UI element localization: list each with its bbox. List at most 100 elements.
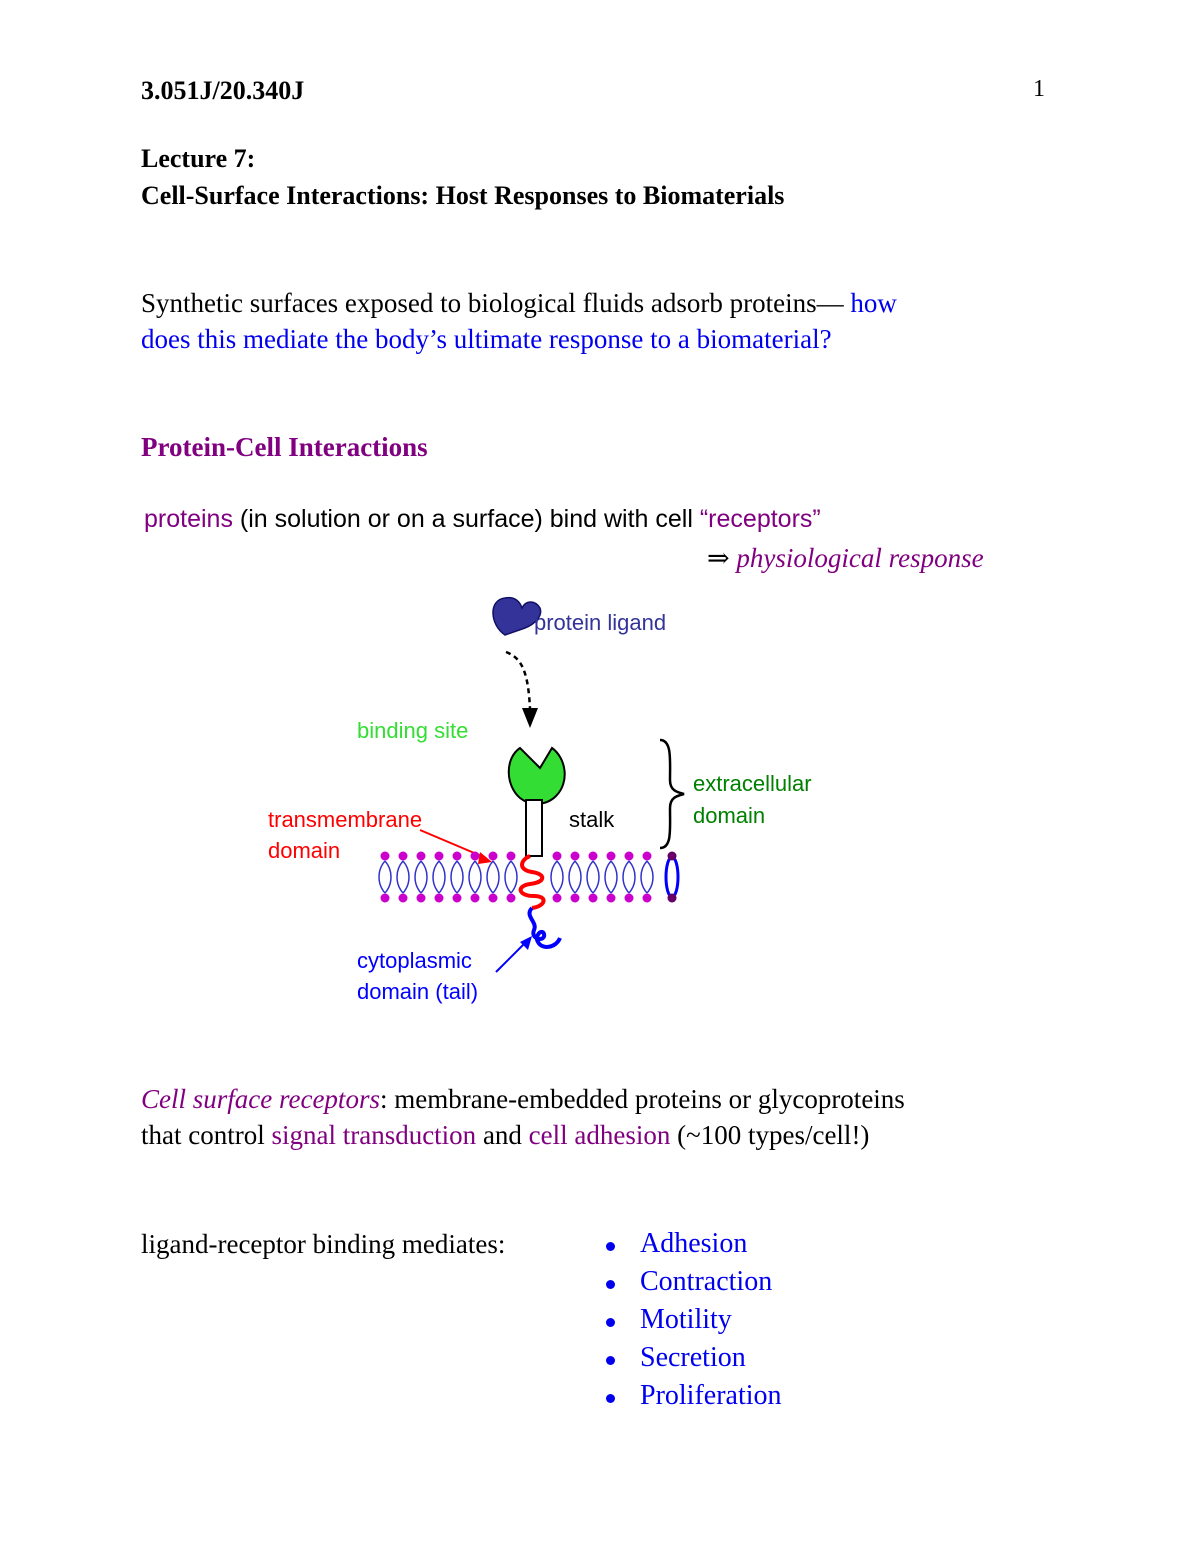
lipid-head — [667, 893, 677, 903]
lipid-molecule — [432, 851, 446, 903]
lipid-molecule — [550, 851, 564, 903]
lipid-head — [452, 893, 462, 903]
lipid-molecule — [450, 851, 464, 903]
lipid-tail — [510, 860, 518, 894]
lipid-tail — [640, 860, 648, 894]
mediates-list: Adhesion Contraction Motility Secretion … — [600, 1228, 782, 1418]
lipid-tail — [622, 860, 630, 894]
receptor-count-text: (~100 types/cell!) — [670, 1120, 870, 1150]
lipid-head — [642, 893, 652, 903]
receptors-definition-line-1: Cell surface receptors: membrane-embedde… — [141, 1084, 905, 1115]
list-item-label: Contraction — [640, 1266, 773, 1297]
intro-question-start: how — [843, 288, 897, 318]
lipid-head — [380, 893, 390, 903]
lipid-tail — [492, 860, 500, 894]
transmembrane-coil — [518, 854, 546, 910]
lipid-tail — [438, 860, 446, 894]
lipid-molecule — [414, 851, 428, 903]
intro-text: Synthetic surfaces exposed to biological… — [141, 288, 844, 318]
transmembrane-arrowhead — [478, 852, 492, 864]
cytoplasmic-label-1: cytoplasmic — [357, 948, 472, 973]
cytoplasmic-label-2: domain (tail) — [357, 979, 478, 1004]
lipid-tail — [486, 860, 494, 894]
list-item: Motility — [600, 1304, 782, 1342]
lipid-tail — [568, 860, 576, 894]
lipid-tail — [550, 860, 558, 894]
lipid-head — [667, 851, 677, 861]
list-item-label: Adhesion — [640, 1228, 748, 1259]
lipid-head — [570, 893, 580, 903]
list-item-label: Proliferation — [640, 1380, 782, 1411]
intro-paragraph-line-1: Synthetic surfaces exposed to biological… — [141, 288, 897, 319]
intro-question-rest: does this mediate the body’s ultimate re… — [141, 324, 832, 354]
cytoplasmic-arrowhead — [520, 936, 532, 950]
mediates-label: ligand-receptor binding mediates: — [141, 1229, 506, 1259]
lipid-molecule — [396, 851, 410, 903]
binding-middle: (in solution or on a surface) bind with … — [232, 505, 700, 533]
lipid-head — [416, 851, 426, 861]
binding-arrow — [505, 650, 532, 709]
receptors-definition-line-2: that control signal transduction and cel… — [141, 1120, 869, 1151]
lipid-head — [434, 893, 444, 903]
lipid-head — [642, 851, 652, 861]
lipid-molecule — [586, 851, 600, 903]
lipid-head — [606, 893, 616, 903]
receptors-term: “receptors” — [699, 505, 821, 533]
lipid-molecule — [604, 851, 618, 903]
bullet-icon — [606, 1356, 615, 1365]
lipid-tail — [378, 860, 386, 894]
lipid-molecule — [468, 851, 482, 903]
response-term: physiological response — [729, 543, 984, 573]
and-text: and — [476, 1120, 529, 1150]
transmembrane-label-2: domain — [268, 838, 340, 863]
lipid-tail — [384, 860, 392, 894]
lipid-molecule — [378, 851, 392, 903]
lipid-head — [398, 893, 408, 903]
lipid-head — [488, 893, 498, 903]
lipid-head — [506, 893, 516, 903]
binding-arrowhead — [522, 708, 538, 728]
list-item: Adhesion — [600, 1228, 782, 1266]
lipid-tail — [574, 860, 582, 894]
lipid-tail — [420, 860, 428, 894]
implies-arrow: ⇒ — [707, 543, 730, 573]
lipid-head — [588, 851, 598, 861]
lipid-tail — [628, 860, 636, 894]
lipid-tail — [432, 860, 440, 894]
lipid-tail — [468, 860, 476, 894]
lipid-tail — [456, 860, 464, 894]
lipid-head — [398, 851, 408, 861]
lipid-head — [624, 851, 634, 861]
lipid-tail — [646, 860, 654, 894]
extracellular-label-2: domain — [693, 803, 765, 828]
lipid-tail — [610, 860, 618, 894]
course-code: 3.051J/20.340J — [141, 76, 305, 105]
list-item-label: Motility — [640, 1304, 732, 1335]
cell-adhesion-term: cell adhesion — [528, 1120, 671, 1150]
bullet-icon — [606, 1242, 615, 1251]
bilayer-end-cap — [664, 855, 680, 899]
cytoplasmic-tail — [527, 906, 562, 949]
extracellular-bracket — [659, 738, 685, 850]
list-item: Secretion — [600, 1342, 782, 1380]
receptors-colon: : — [379, 1084, 388, 1114]
lipid-tail — [586, 860, 594, 894]
lipid-head — [588, 893, 598, 903]
lecture-title: Cell-Surface Interactions: Host Response… — [141, 181, 785, 210]
lipid-molecule — [640, 851, 654, 903]
binding-site-label: binding site — [357, 718, 468, 743]
lipid-head — [416, 893, 426, 903]
list-item: Contraction — [600, 1266, 782, 1304]
receptors-definition-text: membrane-embedded proteins or glycoprote… — [387, 1084, 905, 1114]
lipid-head — [380, 851, 390, 861]
lipid-head — [506, 851, 516, 861]
lipid-tail — [604, 860, 612, 894]
lipid-bilayer — [378, 851, 680, 903]
lipid-tail — [504, 860, 512, 894]
cytoplasmic-arrow — [495, 941, 527, 973]
transmembrane-label-1: transmembrane — [268, 807, 422, 832]
lipid-tail — [396, 860, 404, 894]
binding-statement: proteins (in solution or on a surface) b… — [144, 505, 821, 534]
lipid-head — [552, 851, 562, 861]
list-item-label: Secretion — [640, 1342, 746, 1373]
